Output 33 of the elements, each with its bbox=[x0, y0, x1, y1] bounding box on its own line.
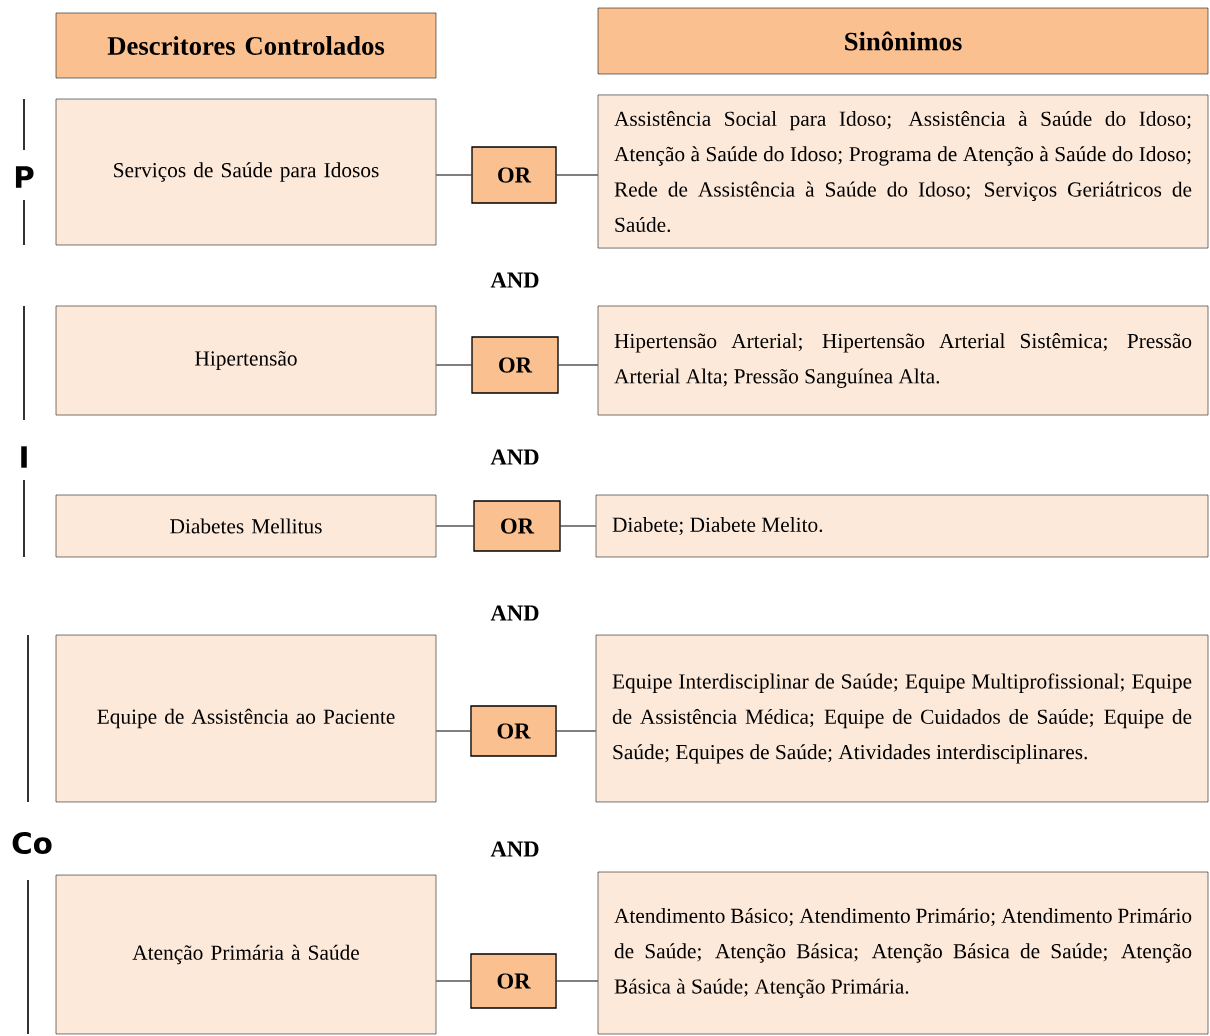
connector-line bbox=[435, 980, 471, 982]
operator-box: OR bbox=[471, 146, 557, 204]
synonym-box: Equipe Interdisciplinar de Saúde; Equipe Multiprofissional; Equipe de Assistência Médica; Equipe de Cuidados de Saúde; Equipe de Saúde; Equipes de Saúde; Atividades interdisciplinares. bbox=[595, 634, 1209, 803]
connector-line bbox=[435, 730, 471, 732]
connector-line bbox=[560, 525, 597, 527]
operator-label: AND bbox=[490, 841, 539, 857]
operator-box: OR bbox=[470, 953, 557, 1009]
synonym-box: Atendimento Básico; Atendimento Primário; Atendimento Primário de Saúde; Atenção Básica; Atenção Básica de Saúde; Atenção Básica à Saúde; Atenção Primária. bbox=[597, 871, 1209, 1035]
header-box: Sinônimos bbox=[597, 7, 1209, 75]
connector-line bbox=[556, 980, 599, 982]
descriptor-box: Diabetes Mellitus bbox=[55, 494, 437, 558]
connector-line bbox=[556, 174, 599, 176]
connector-line bbox=[435, 525, 474, 527]
descriptor-box: Serviços de Saúde para Idosos bbox=[55, 98, 437, 246]
connector-line bbox=[435, 174, 472, 176]
synonym-box: Assistência Social para Idoso; Assistência à Saúde do Idoso; Atenção à Saúde do Idoso; Programa de Atenção à Saúde do Idoso; Rede de Assistência à Saúde do Idoso; Serviços Geriátricos de Saúde. bbox=[597, 94, 1209, 249]
connector-line bbox=[556, 730, 597, 732]
connector-line bbox=[435, 364, 472, 366]
operator-label: AND bbox=[490, 272, 539, 288]
descriptor-box: Hipertensão bbox=[55, 305, 437, 416]
operator-box: OR bbox=[471, 336, 559, 394]
operator-label: AND bbox=[490, 449, 539, 465]
connector-line bbox=[558, 364, 599, 366]
descriptor-box: Equipe de Assistência ao Paciente bbox=[55, 634, 437, 803]
synonym-box: Hipertensão Arterial; Hipertensão Arterial Sistêmica; Pressão Arterial Alta; Pressão Sanguínea Alta. bbox=[597, 305, 1209, 416]
operator-box: OR bbox=[470, 705, 557, 757]
operator-box: OR bbox=[473, 500, 561, 552]
descriptor-box: Atenção Primária à Saúde bbox=[55, 874, 437, 1035]
section-letter: Co bbox=[12, 831, 52, 855]
section-letter: I bbox=[21, 446, 27, 468]
synonym-box: Diabete; Diabete Melito. bbox=[595, 494, 1209, 558]
operator-label: AND bbox=[490, 605, 539, 621]
header-box: Descritores Controlados bbox=[55, 12, 437, 79]
